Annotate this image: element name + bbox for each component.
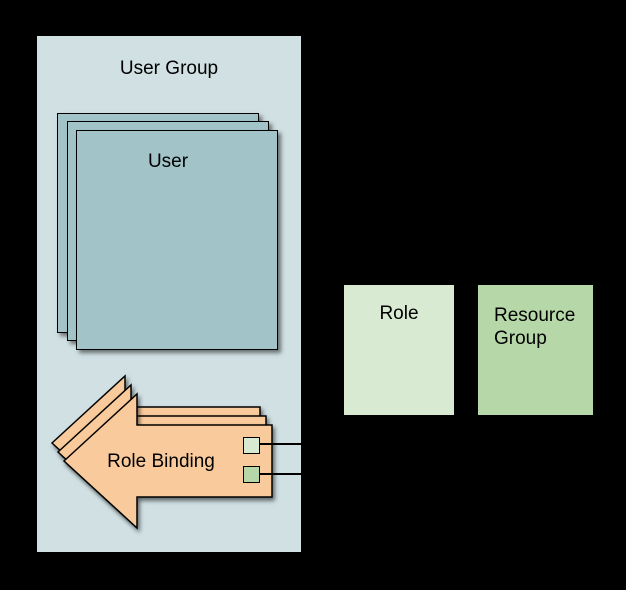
role-connector-line: [259, 443, 345, 445]
resource-group-connector-line: [259, 473, 345, 475]
resource-group-port-square: [243, 466, 260, 483]
role-port-square: [243, 437, 260, 454]
resource-group-box: [478, 285, 593, 415]
role-box: [344, 285, 454, 415]
user-square-front: [76, 130, 278, 350]
